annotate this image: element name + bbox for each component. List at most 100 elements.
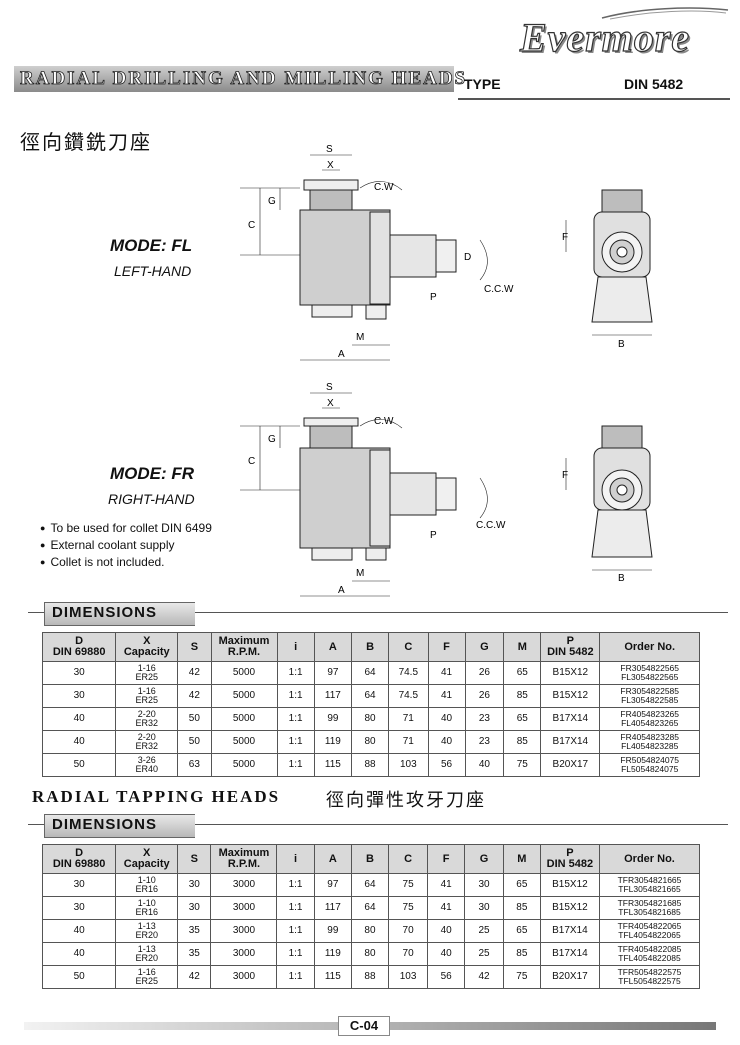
table-cell: 71: [388, 707, 429, 731]
dimensions-header: DIMENSIONS: [44, 814, 204, 838]
label-p: P: [430, 292, 437, 303]
table-cell: 1:1: [276, 873, 315, 897]
table-cell: 3000: [210, 873, 278, 897]
table-cell: 26: [464, 684, 505, 708]
page-number: C-04: [338, 1016, 390, 1036]
table-cell: B20X17: [540, 753, 601, 777]
table-cell: 85: [503, 684, 542, 708]
table-cell: B15X12: [539, 873, 600, 897]
table-cell: 30: [41, 873, 117, 897]
mode-fl-sub: LEFT-HAND: [114, 263, 192, 279]
label-s: S: [326, 382, 333, 393]
table-cell: 30: [41, 896, 117, 920]
table-cell: 85: [502, 896, 541, 920]
table-cell: 35: [177, 919, 212, 943]
column-header: B: [351, 844, 389, 874]
table-cell: 1:1: [276, 684, 315, 708]
table-cell: 41: [427, 896, 466, 920]
label-cw: C.W: [374, 416, 394, 427]
table-cell: 64: [351, 684, 390, 708]
table-cell: 40: [427, 707, 466, 731]
dimensions-title: DIMENSIONS: [52, 604, 158, 621]
table-cell: 30: [464, 896, 504, 920]
note-item: Collet is not included.: [40, 554, 212, 571]
table-cell: 103: [388, 753, 429, 777]
column-header: A: [313, 632, 353, 662]
label-b: B: [618, 339, 625, 350]
table-cell: 115: [313, 753, 353, 777]
table-cell: 50: [41, 753, 117, 777]
table-cell: 42: [464, 965, 504, 989]
table-cell: 40: [427, 919, 466, 943]
table-cell: 3000: [210, 942, 278, 966]
table-cell: 35: [177, 942, 212, 966]
dimensions-tab: [44, 602, 195, 626]
drawing-fl-side: S X G C C.W D P C.C.W M A: [240, 144, 514, 361]
brand-swoosh-icon: [601, 7, 729, 20]
table-cell: 30: [41, 661, 117, 685]
table-cell: 30: [464, 873, 504, 897]
table-cell: 75: [387, 873, 429, 897]
title-bar: [14, 66, 454, 92]
table-cell: 41: [427, 661, 466, 685]
dimensions-title: DIMENSIONS: [52, 816, 158, 833]
label-cw: C.W: [374, 182, 394, 193]
column-header: M: [502, 844, 541, 874]
table-cell: 1:1: [276, 965, 315, 989]
table-cell: 25: [464, 919, 504, 943]
table-cell: 50: [41, 965, 117, 989]
table-cell: 80: [351, 730, 390, 754]
drawing-fr-side: S X G C C.W P C.C.W M A: [240, 382, 506, 597]
section2-title: RADIAL TAPPING HEADS: [32, 787, 281, 806]
table-cell: 97: [313, 873, 353, 897]
label-x: X: [327, 160, 334, 171]
note-item: External coolant supply: [40, 537, 212, 554]
column-header: i: [276, 844, 315, 874]
label-m: M: [356, 568, 364, 579]
table-cell: 119: [313, 730, 353, 754]
table-cell: 71: [388, 730, 429, 754]
table-cell: 64: [351, 896, 389, 920]
column-header: A: [313, 844, 353, 874]
label-s: S: [326, 144, 333, 155]
table-cell: 75: [387, 896, 429, 920]
table-cell: 56: [427, 753, 466, 777]
label-g: G: [268, 196, 276, 207]
table-cell: 23: [464, 707, 505, 731]
table-cell: 119: [313, 942, 353, 966]
table-cell: 85: [502, 942, 541, 966]
table-cell: B17X14: [540, 707, 601, 731]
table-cell: 99: [313, 919, 353, 943]
chinese-title: 徑向鑽銑刀座: [20, 130, 152, 154]
mode-fl-label: MODE: FL: [110, 236, 193, 255]
table-cell: 80: [351, 707, 390, 731]
table-cell: B15X12: [539, 896, 600, 920]
table-cell: 80: [351, 919, 389, 943]
table-cell: 74.5: [388, 684, 429, 708]
label-ccw: C.C.W: [476, 520, 506, 531]
table-cell: 3000: [210, 965, 278, 989]
column-header: B: [351, 632, 390, 662]
din-label: DIN 5482: [624, 76, 684, 92]
table-cell: 40: [464, 753, 505, 777]
